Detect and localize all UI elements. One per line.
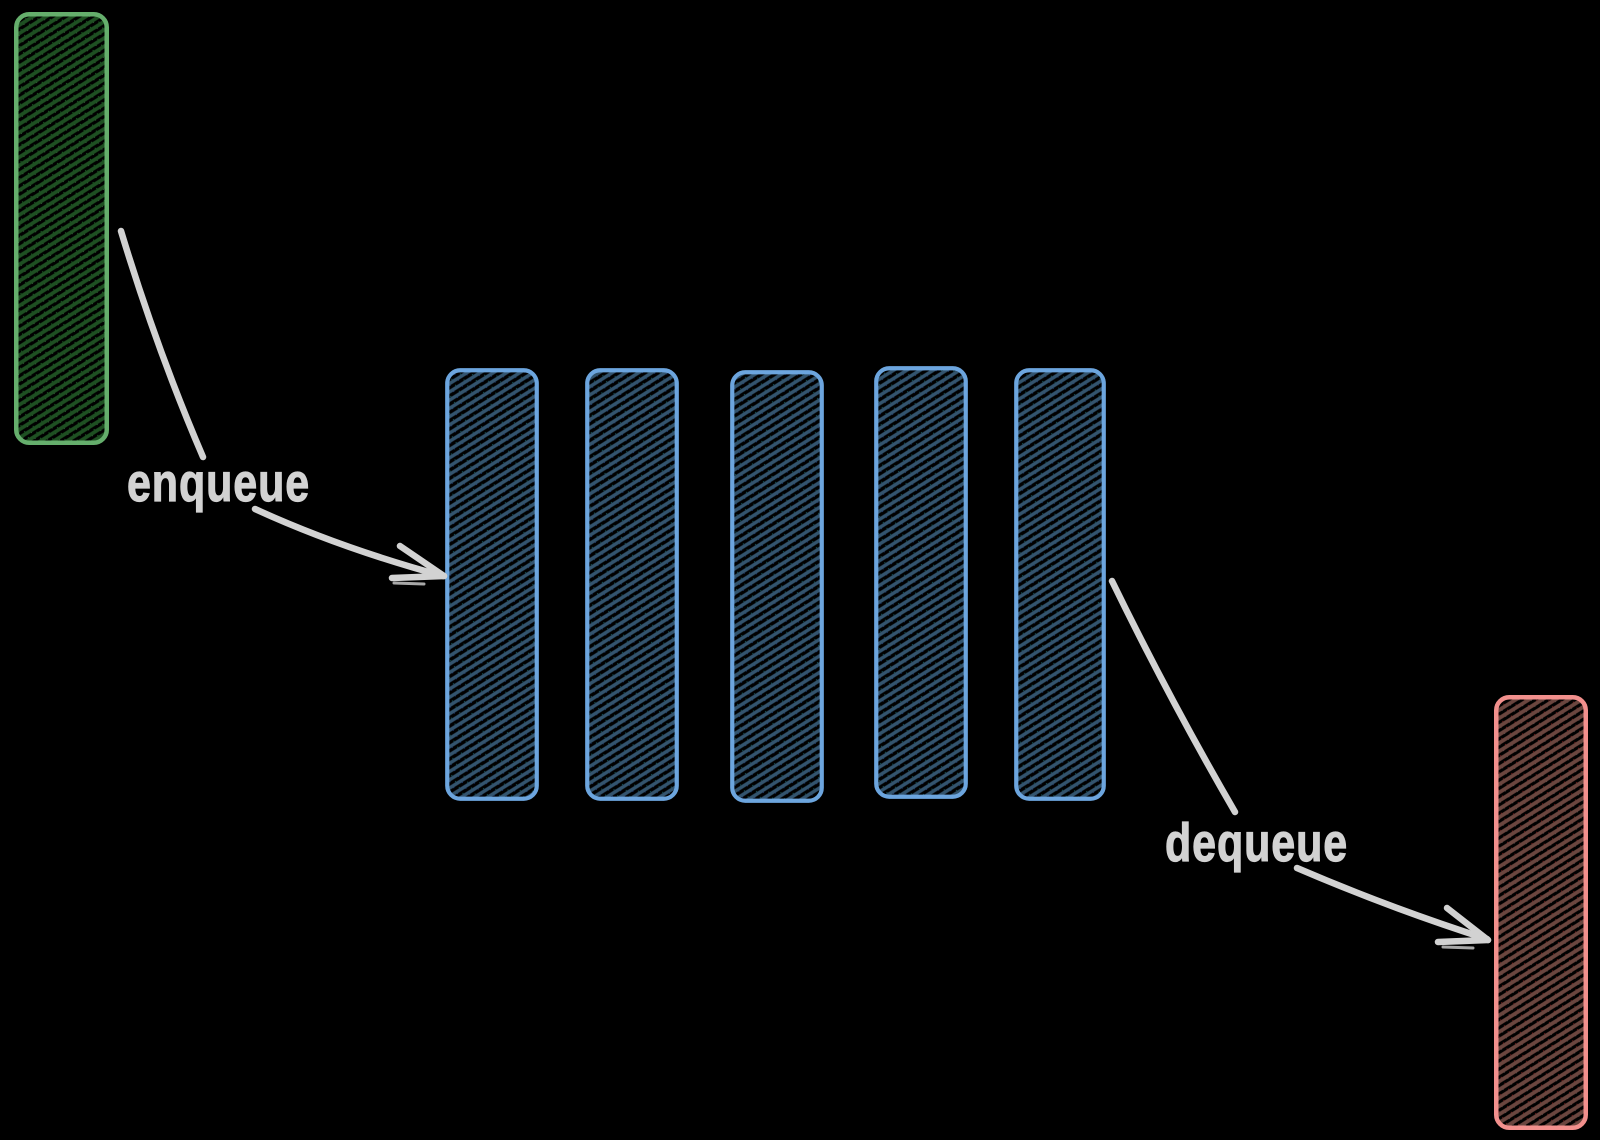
svg-text:dequeue: dequeue [1165,814,1348,874]
svg-text:enqueue: enqueue [127,454,310,514]
